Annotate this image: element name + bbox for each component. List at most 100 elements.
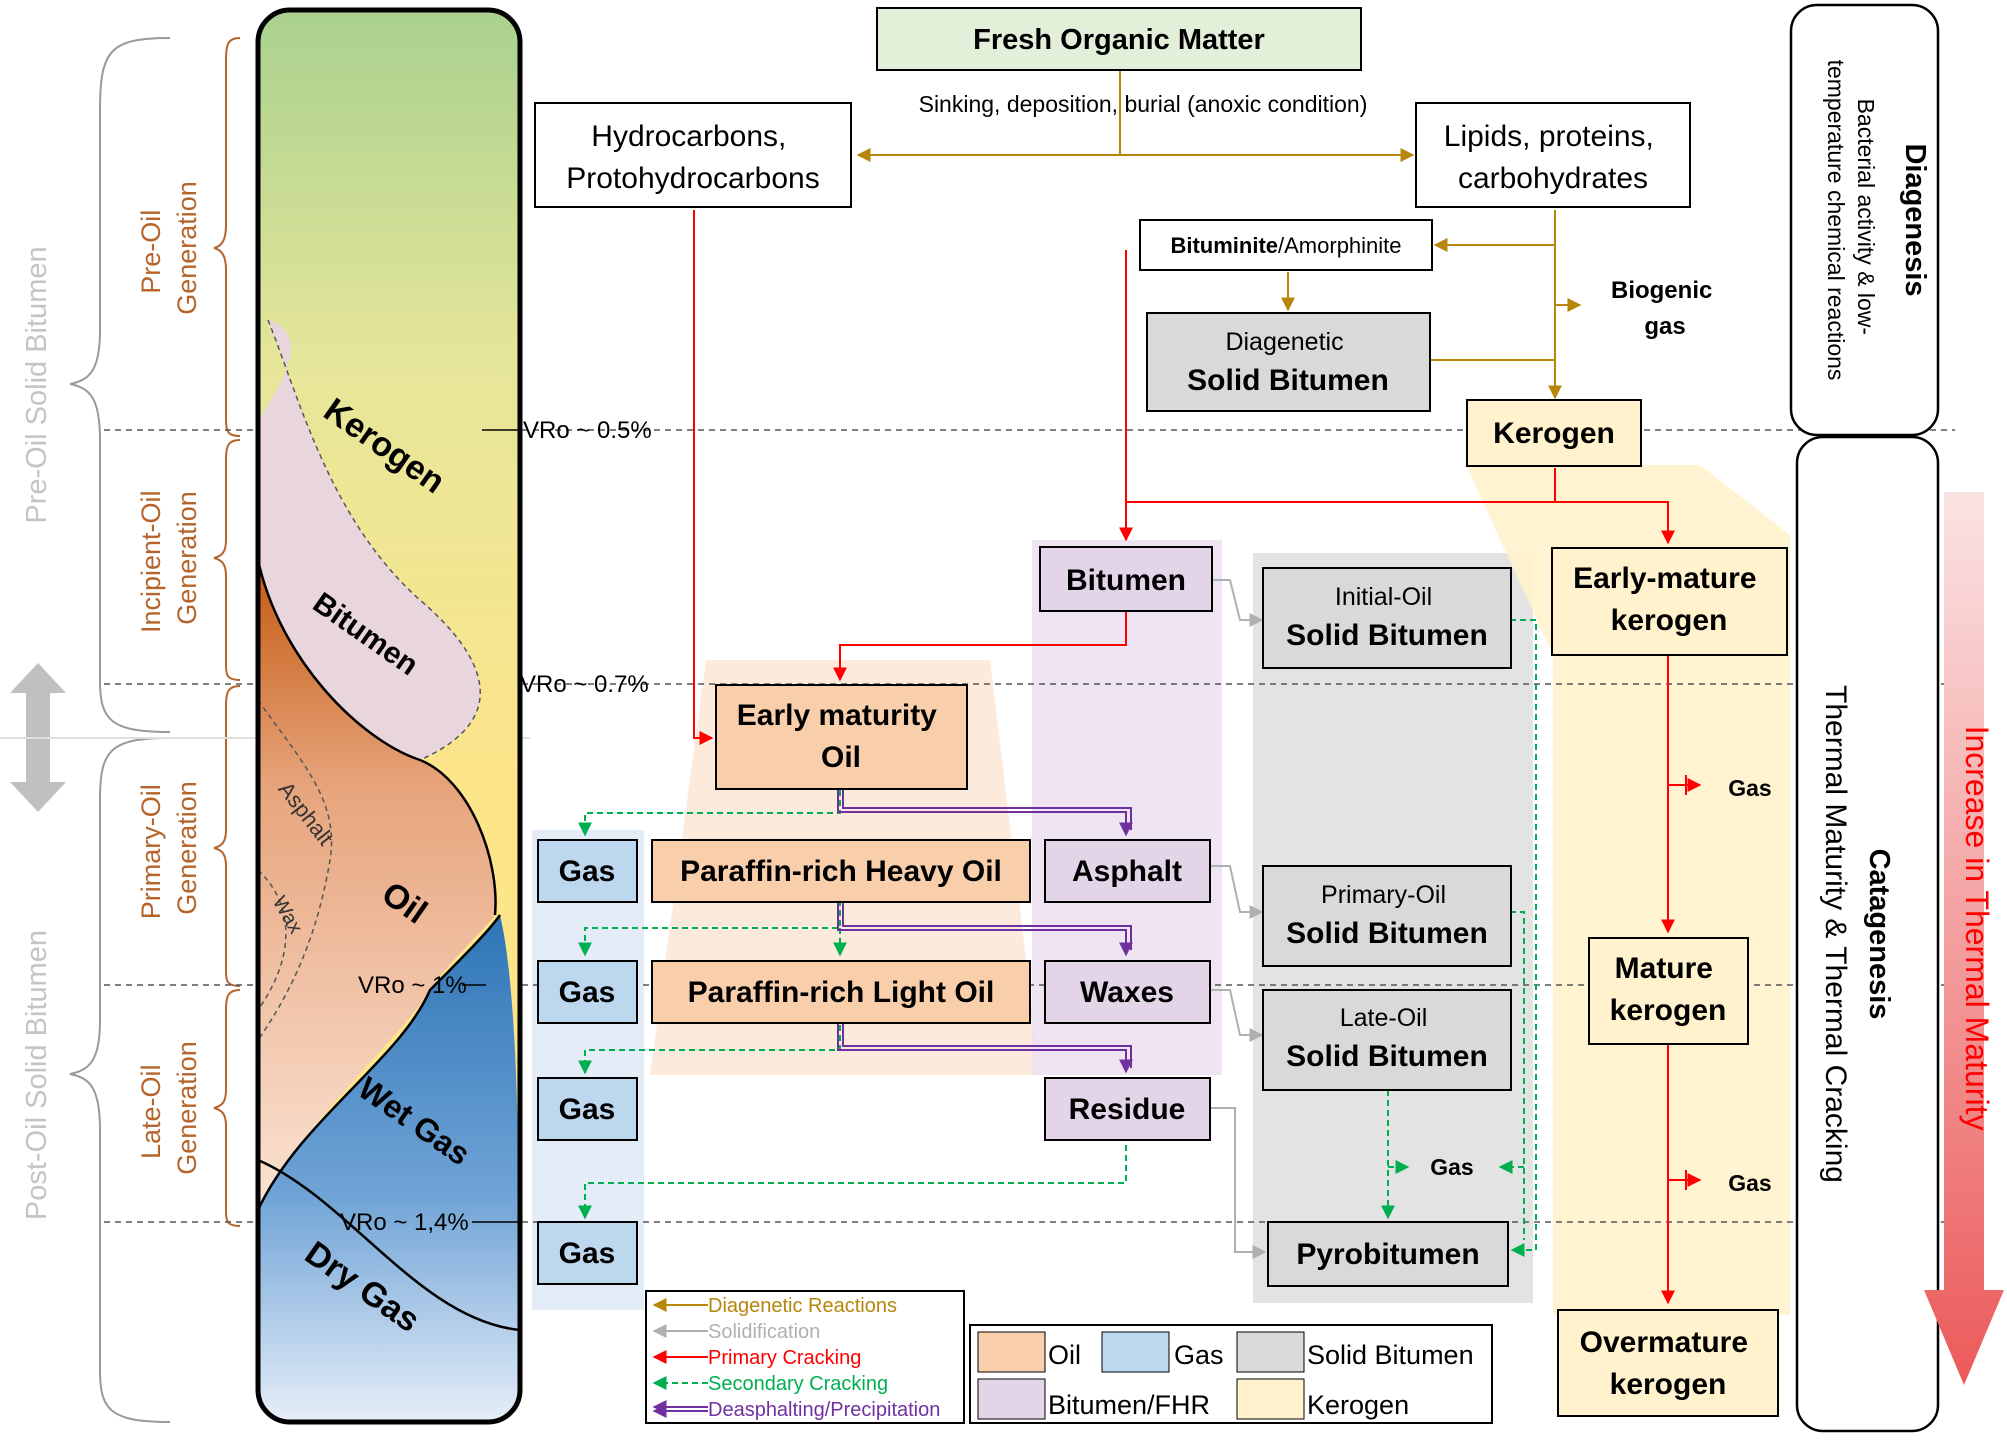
waxes-box bbox=[1044, 960, 1211, 1024]
pre-oil-axis-label: Pre-Oil Solid Bitumen bbox=[21, 246, 53, 523]
diagenesis-desc: Bacterial activity & low- temperature ch… bbox=[1823, 60, 1879, 381]
early-maturity-oil-box bbox=[715, 684, 968, 790]
diagenetic-sb-label: Diagenetic Solid Bitumen bbox=[1187, 328, 1389, 397]
paraffin-light-box bbox=[651, 960, 1031, 1024]
post-oil-brace bbox=[69, 737, 171, 1423]
left-axis: Pre-Oil Solid Bitumen Post-Oil Solid Bit… bbox=[10, 37, 171, 1423]
initial-oil-line2: Solid Bitumen bbox=[1286, 619, 1488, 652]
biogenic-gas-label: Biogenic gas bbox=[1611, 277, 1719, 340]
stage-primary-oil: Primary-Oil Generation bbox=[136, 777, 202, 920]
bituminite-box bbox=[1139, 219, 1433, 271]
legend-arrow-label: Diagenetic Reactions bbox=[708, 1295, 897, 1317]
late-oil-sb-box bbox=[1262, 989, 1512, 1091]
legend-fhr-label: Bitumen/FHR bbox=[1048, 1390, 1210, 1420]
residue-box bbox=[1044, 1077, 1211, 1141]
stage-late-oil: Late-Oil Generation bbox=[136, 1041, 202, 1175]
bitumen-label: Bitumen bbox=[1066, 564, 1186, 597]
pyrobitumen-box bbox=[1267, 1221, 1509, 1287]
gas-label-1: Gas bbox=[559, 855, 616, 888]
vro-14: VRo ~ 1,4% bbox=[340, 1209, 469, 1236]
mature-kerogen-label: Mature kerogen bbox=[1610, 952, 1727, 1027]
stage-braces bbox=[213, 37, 241, 1227]
legend-kerogen-swatch bbox=[1236, 1378, 1305, 1420]
vro-05: VRo ~ 0.5% bbox=[523, 417, 652, 444]
legend-arrow-label: Solidification bbox=[708, 1321, 820, 1343]
diagenetic-sb-box bbox=[1146, 312, 1431, 412]
legend-oil-swatch bbox=[977, 1331, 1046, 1373]
stage-incipient-line2: Generation bbox=[172, 491, 202, 625]
stage-pre-oil: Pre-Oil Generation bbox=[136, 181, 202, 315]
gas-label-4: Gas bbox=[559, 1237, 616, 1270]
early-oil-line1: Early maturity bbox=[737, 699, 937, 732]
kerogen-box bbox=[1466, 399, 1642, 467]
waxes-label: Waxes bbox=[1080, 976, 1174, 1009]
lipids-line2: carbohydrates bbox=[1458, 162, 1648, 195]
stage-incipient-line1: Incipient-Oil bbox=[136, 490, 166, 633]
sinking-label: Sinking, deposition, burial (anoxic cond… bbox=[919, 91, 1368, 117]
gas-box-2 bbox=[537, 960, 638, 1024]
thermal-maturity-arrow-icon bbox=[1924, 492, 2004, 1385]
gas-small-sb: Gas bbox=[1430, 1154, 1473, 1180]
lipids-box bbox=[1415, 102, 1691, 208]
legend-fills: Oil Gas Solid Bitumen Bitumen/FHR Keroge… bbox=[969, 1324, 1493, 1424]
early-mature-kerogen-label: Early-mature kerogen bbox=[1573, 562, 1765, 637]
primary-sb-line1: Primary-Oil bbox=[1321, 881, 1446, 909]
late-sb-line2: Solid Bitumen bbox=[1286, 1040, 1488, 1073]
hydrocarbons-line1: Hydrocarbons, bbox=[591, 120, 786, 153]
legend-arrow-label: Primary Cracking bbox=[708, 1347, 861, 1369]
stage-primary-line2: Generation bbox=[172, 781, 202, 915]
diagenetic-line1: Diagenetic bbox=[1225, 328, 1343, 356]
overmature-kerogen-label: Overmature kerogen bbox=[1580, 1326, 1757, 1401]
kerogen-label: Kerogen bbox=[1493, 417, 1615, 450]
legend-arrow-label: Secondary Cracking bbox=[708, 1373, 888, 1395]
legend-fhr-swatch bbox=[977, 1378, 1046, 1420]
bituminite-bold: Bituminite bbox=[1170, 233, 1278, 258]
residue-label: Residue bbox=[1069, 1093, 1186, 1126]
gas-small-kerogen-2: Gas bbox=[1728, 1170, 1771, 1196]
arrows bbox=[578, 62, 1702, 1305]
diagenesis-box bbox=[1789, 3, 1940, 437]
catagenesis-box bbox=[1795, 435, 1940, 1433]
column-frame bbox=[255, 7, 523, 1425]
paraffin-heavy-box bbox=[651, 839, 1031, 903]
legend-arrow-row: Secondary Cracking bbox=[652, 1373, 888, 1395]
stage-labels: Pre-Oil Generation Incipient-Oil Generat… bbox=[136, 181, 202, 1175]
bitumen-box bbox=[1039, 546, 1213, 612]
post-oil-axis-label: Post-Oil Solid Bitumen bbox=[21, 930, 53, 1220]
gas-box-4 bbox=[537, 1221, 638, 1285]
bituminite-rest: /Amorphinite bbox=[1278, 233, 1402, 258]
legend-arrow-row: Primary Cracking bbox=[652, 1347, 861, 1369]
stage-primary-line1: Primary-Oil bbox=[136, 784, 166, 919]
legend-arrow-row: Solidification bbox=[652, 1321, 820, 1343]
gas-box-1 bbox=[537, 839, 638, 903]
diagenesis-desc-line2: temperature chemical reactions bbox=[1823, 60, 1849, 381]
stage-pre-oil-line2: Generation bbox=[172, 181, 202, 315]
initial-oil-sb-label: Initial-Oil Solid Bitumen bbox=[1286, 583, 1488, 652]
legend-gas-swatch bbox=[1101, 1331, 1170, 1373]
early-oil-line2: Oil bbox=[821, 741, 861, 774]
hydrocarbons-box bbox=[534, 102, 852, 208]
early-mature-line2: kerogen bbox=[1611, 604, 1728, 637]
overmature-line1: Overmature bbox=[1580, 1326, 1748, 1359]
late-sb-line1: Late-Oil bbox=[1340, 1004, 1428, 1032]
early-mature-kerogen-box bbox=[1551, 547, 1788, 656]
stage-pre-oil-line1: Pre-Oil bbox=[136, 210, 166, 294]
gas-small-kerogen-1: Gas bbox=[1728, 775, 1771, 801]
stage-late-line1: Late-Oil bbox=[136, 1064, 166, 1159]
mature-kerogen-box bbox=[1588, 937, 1749, 1045]
primary-oil-sb-label: Primary-Oil Solid Bitumen bbox=[1286, 881, 1488, 950]
early-maturity-oil-label: Early maturity Oil bbox=[737, 699, 945, 774]
asphalt-label: Asphalt bbox=[1072, 855, 1182, 888]
catagenesis-title: Catagenesis bbox=[1863, 849, 1895, 1020]
biogenic-line2: gas bbox=[1644, 313, 1685, 340]
late-oil-sb-label: Late-Oil Solid Bitumen bbox=[1286, 1004, 1488, 1073]
pyrobitumen-label: Pyrobitumen bbox=[1296, 1238, 1479, 1271]
lipids-line1: Lipids, proteins, bbox=[1444, 120, 1654, 153]
right-panel: Diagenesis Bacterial activity & low- tem… bbox=[1789, 3, 2004, 1433]
legend-kerogen-label: Kerogen bbox=[1307, 1390, 1409, 1420]
gas-label-2: Gas bbox=[559, 976, 616, 1009]
oil-area bbox=[258, 560, 496, 1220]
gas-area bbox=[258, 915, 520, 1422]
